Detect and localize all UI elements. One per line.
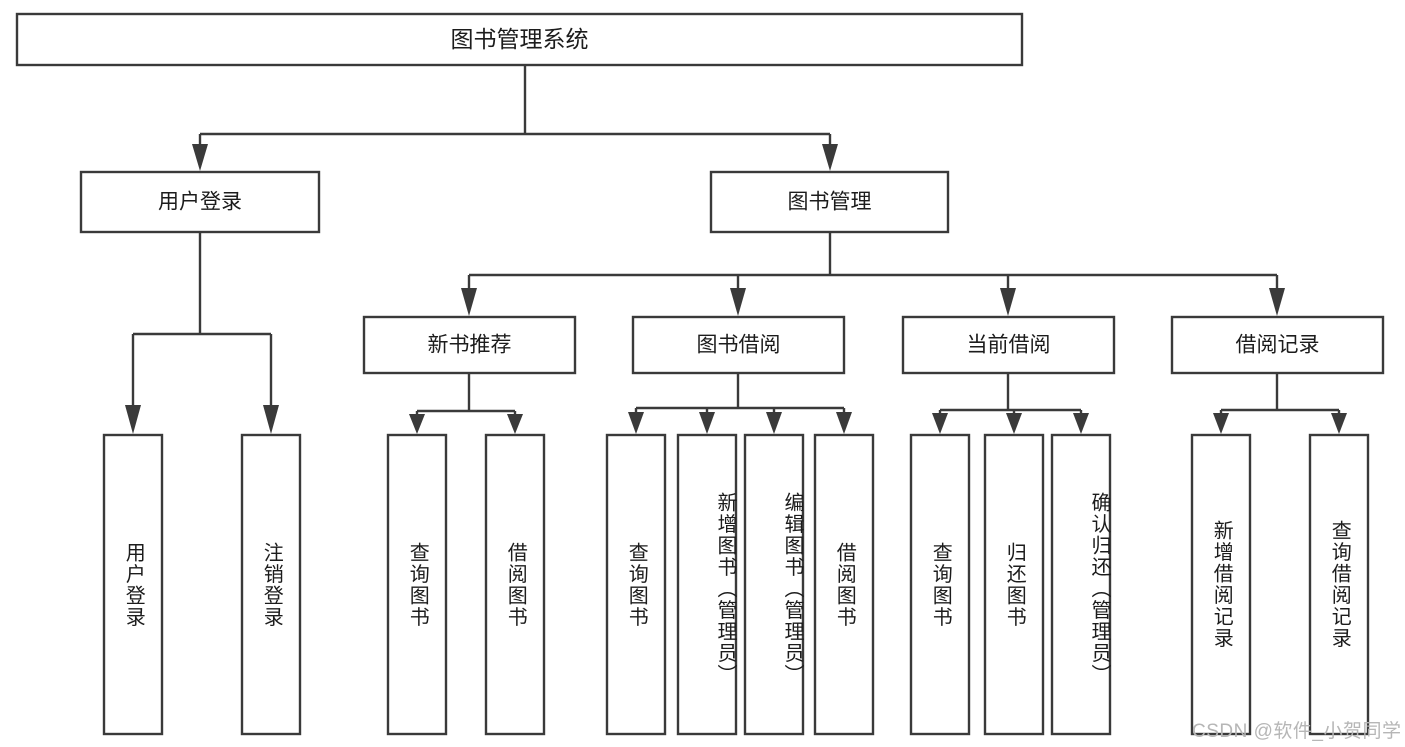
node-book-manage-box[interactable] [709,170,950,234]
node-user-login-box[interactable] [79,170,321,234]
connector-group-new-book-rec [409,373,523,434]
connector-group-book-borrow [628,373,852,434]
arrow-head-leaf-return-book [1006,413,1022,434]
connector-group-book-manage [461,232,1285,316]
node-root-label: 图书管理系统 [451,26,589,52]
arrow-head-leaf-confirm-return [1073,413,1089,434]
arrow-head-leaf-query-record [1331,413,1347,434]
leaf-box-user-login[interactable] [102,433,164,736]
leaf-box-query-book-3[interactable] [909,433,971,736]
leaf-box-return-book[interactable] [983,433,1045,736]
leaf-box-borrow-book-2[interactable] [813,433,875,736]
node-borrow-record-box[interactable] [1170,315,1385,375]
leaf-box-query-book-1[interactable] [386,433,448,736]
node-current-borrow[interactable]: 当前借阅 [901,315,1116,375]
leaf-box-borrow-book-1[interactable] [484,433,546,736]
node-borrow-record-label: 借阅记录 [1236,334,1320,357]
arrow-head-leaf-logout [263,405,279,434]
arrow-head-user-login [192,144,208,171]
arrow-head-leaf-query-book-1 [409,414,425,434]
leaf-box-edit-book[interactable] [743,433,805,736]
arrow-head-leaf-edit-book [766,412,782,434]
node-borrow-record[interactable]: 借阅记录 [1170,315,1385,375]
leaf-box-query-record[interactable] [1308,433,1370,736]
node-user-login[interactable]: 用户登录 [79,170,321,234]
connector-group-current-borrow [932,373,1089,434]
node-book-borrow[interactable]: 图书借阅 [631,315,846,375]
node-user-login-label: 用户登录 [158,191,242,214]
arrow-head-leaf-query-book-2 [628,412,644,434]
leaf-box-add-record[interactable] [1190,433,1252,736]
arrow-head-new-book-rec [461,288,477,316]
leaf-box-confirm-return[interactable] [1050,433,1112,736]
arrow-head-book-borrow [730,288,746,316]
arrow-head-leaf-add-record [1213,413,1229,434]
arrow-head-leaf-add-book [699,412,715,434]
connector-group-root [192,65,838,171]
leaf-box-logout[interactable] [240,433,302,736]
connector-group-user-login [125,232,279,434]
node-root[interactable]: 图书管理系统 [15,12,1024,67]
node-new-book-rec-box[interactable] [362,315,577,375]
connector-group-borrow-record [1213,373,1347,434]
arrow-head-leaf-query-book-3 [932,413,948,434]
leaf-box-add-book[interactable] [676,433,738,736]
node-book-borrow-box[interactable] [631,315,846,375]
csdn-watermark: CSDN @软件_小贺同学 [1192,721,1402,742]
arrow-head-leaf-borrow-book-1 [507,414,523,434]
arrow-head-leaf-borrow-book-2 [836,412,852,434]
arrow-head-borrow-record [1269,288,1285,316]
node-current-borrow-box[interactable] [901,315,1116,375]
arrow-head-leaf-user-login [125,405,141,434]
node-book-manage[interactable]: 图书管理 [709,170,950,234]
node-book-manage-label: 图书管理 [788,191,872,214]
node-current-borrow-label: 当前借阅 [967,334,1051,357]
leaf-box-query-book-2[interactable] [605,433,667,736]
arrow-head-current-borrow [1000,288,1016,316]
arrow-head-book-manage [822,144,838,171]
node-new-book-rec-label: 新书推荐 [428,334,512,357]
node-new-book-rec[interactable]: 新书推荐 [362,315,577,375]
node-book-borrow-label: 图书借阅 [697,334,781,357]
node-root-box[interactable] [15,12,1024,67]
